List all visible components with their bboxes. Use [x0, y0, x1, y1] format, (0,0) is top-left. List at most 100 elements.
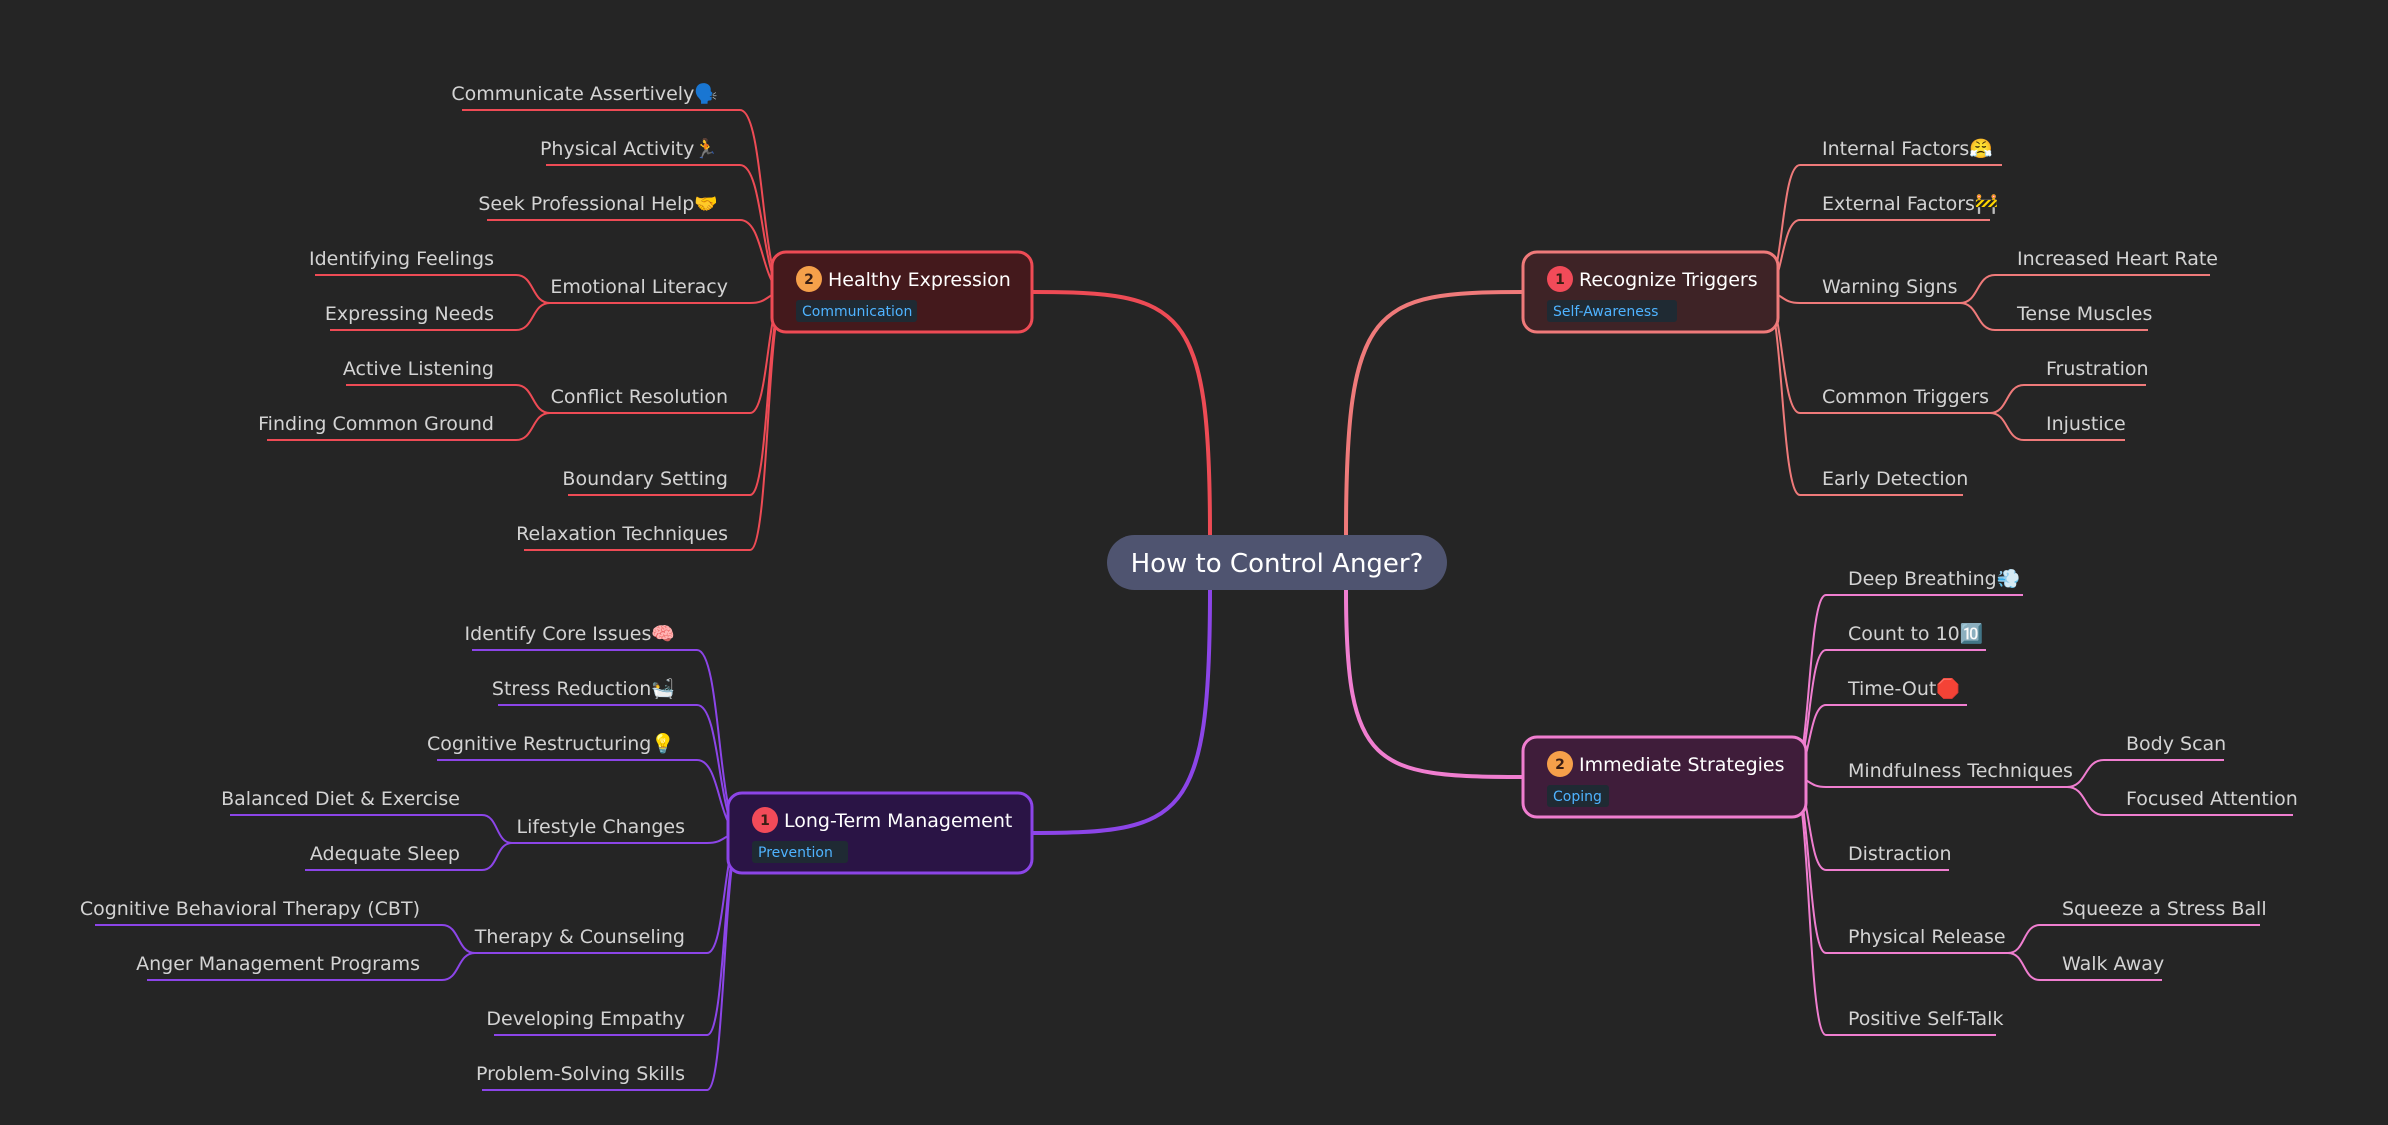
- node-label: Identifying Feelings: [309, 248, 494, 270]
- connector-lifestyle-changes-balanced-diet-exercise: [230, 814, 513, 844]
- node-adequate-sleep[interactable]: Adequate Sleep: [310, 843, 460, 865]
- branch-node-label: Immediate Strategies: [1579, 754, 1785, 776]
- node-increased-heart-rate[interactable]: Increased Heart Rate: [2017, 248, 2218, 270]
- root-node[interactable]: How to Control Anger?: [1107, 535, 1447, 590]
- connector-healthy-expression-relaxation-techniques: [524, 291, 787, 551]
- connector-root-long-term-management: [1031, 589, 1212, 835]
- node-expressing-needs[interactable]: Expressing Needs: [325, 303, 494, 325]
- node-relaxation-techniques[interactable]: Relaxation Techniques: [516, 523, 728, 545]
- priority-badge-number: 2: [1555, 757, 1565, 773]
- node-common-triggers[interactable]: Common Triggers: [1822, 386, 1989, 408]
- node-count-to-10[interactable]: Count to 10🔟: [1848, 622, 1983, 645]
- priority-badge-number: 1: [760, 813, 770, 829]
- node-label: Focused Attention: [2126, 788, 2298, 810]
- node-squeeze-a-stress-ball[interactable]: Squeeze a Stress Ball: [2062, 898, 2267, 920]
- node-label: Squeeze a Stress Ball: [2062, 898, 2267, 920]
- node-label: Problem-Solving Skills: [476, 1063, 685, 1085]
- branch-tag-bg: [1547, 300, 1677, 322]
- connector-lifestyle-changes-adequate-sleep: [305, 842, 513, 871]
- node-label: Adequate Sleep: [310, 843, 460, 865]
- branch-tag-bg: [796, 300, 917, 322]
- connector-root-immediate-strategies: [1344, 589, 1524, 779]
- node-walk-away[interactable]: Walk Away: [2062, 953, 2164, 975]
- connector-root-recognize-triggers: [1344, 290, 1524, 536]
- node-label: Injustice: [2046, 413, 2126, 435]
- node-injustice[interactable]: Injustice: [2046, 413, 2126, 435]
- node-identifying-feelings[interactable]: Identifying Feelings: [309, 248, 494, 270]
- connector-immediate-strategies-count-to-10: [1791, 649, 1986, 778]
- node-frustration[interactable]: Frustration: [2046, 358, 2149, 380]
- node-label: Identify Core Issues🧠: [465, 623, 675, 645]
- priority-badge: [752, 807, 778, 833]
- node-active-listening[interactable]: Active Listening: [343, 358, 494, 380]
- root-node-label: How to Control Anger?: [1131, 549, 1424, 579]
- node-body-scan[interactable]: Body Scan: [2126, 733, 2226, 755]
- node-label: Finding Common Ground: [258, 413, 494, 435]
- node-identify-core-issues[interactable]: Identify Core Issues🧠: [465, 623, 675, 645]
- node-internal-factors[interactable]: Internal Factors😤: [1822, 138, 1993, 160]
- node-focused-attention[interactable]: Focused Attention: [2126, 788, 2298, 810]
- node-deep-breathing[interactable]: Deep Breathing💨: [1848, 568, 2020, 590]
- node-communicate-assertively[interactable]: Communicate Assertively🗣️: [451, 82, 718, 105]
- node-label: Internal Factors😤: [1822, 138, 1993, 160]
- node-time-out[interactable]: Time-Out🛑: [1847, 677, 1960, 700]
- node-physical-release[interactable]: Physical Release: [1848, 926, 2006, 948]
- connector-long-term-management-problem-solving-skills: [482, 832, 743, 1091]
- connector-physical-release-walk-away: [2007, 952, 2162, 981]
- node-cognitive-behavioral-therapy-cbt[interactable]: Cognitive Behavioral Therapy (CBT): [80, 898, 420, 920]
- node-conflict-resolution[interactable]: Conflict Resolution: [551, 386, 728, 408]
- connector-mindfulness-techniques-body-scan: [2066, 759, 2224, 788]
- root-node-pill: [1107, 535, 1447, 590]
- branch-tag-bg: [752, 841, 848, 863]
- branch-tag: Coping: [1553, 789, 1602, 805]
- node-lifestyle-changes[interactable]: Lifestyle Changes: [517, 816, 686, 838]
- node-label: Time-Out🛑: [1847, 677, 1960, 700]
- node-mindfulness-techniques[interactable]: Mindfulness Techniques: [1848, 760, 2073, 782]
- node-finding-common-ground[interactable]: Finding Common Ground: [258, 413, 494, 435]
- node-label: Anger Management Programs: [136, 953, 420, 975]
- node-anger-management-programs[interactable]: Anger Management Programs: [136, 953, 420, 975]
- node-label: External Factors🚧: [1822, 193, 1999, 215]
- node-developing-empathy[interactable]: Developing Empathy: [486, 1008, 685, 1030]
- node-label: Active Listening: [343, 358, 494, 380]
- node-label: Body Scan: [2126, 733, 2226, 755]
- node-label: Cognitive Restructuring💡: [427, 732, 675, 755]
- node-stress-reduction[interactable]: Stress Reduction🛀: [492, 677, 675, 700]
- priority-badge-number: 2: [804, 272, 814, 288]
- node-problem-solving-skills[interactable]: Problem-Solving Skills: [476, 1063, 685, 1085]
- node-label: Deep Breathing💨: [1848, 568, 2020, 590]
- node-label: Walk Away: [2062, 953, 2164, 975]
- node-warning-signs[interactable]: Warning Signs: [1822, 276, 1958, 298]
- node-layer: Internal Factors😤 External Factors🚧 Warnin…: [80, 82, 2298, 1085]
- node-distraction[interactable]: Distraction: [1848, 843, 1952, 865]
- connector-therapy-counseling-anger-management-programs: [147, 952, 476, 981]
- node-physical-activity[interactable]: Physical Activity🏃: [540, 137, 718, 160]
- node-label: Balanced Diet & Exercise: [221, 788, 460, 810]
- node-label: Warning Signs: [1822, 276, 1958, 298]
- node-balanced-diet-exercise[interactable]: Balanced Diet & Exercise: [221, 788, 460, 810]
- node-label: Early Detection: [1822, 468, 1968, 490]
- connector-common-triggers-injustice: [1989, 412, 2125, 441]
- node-cognitive-restructuring[interactable]: Cognitive Restructuring💡: [427, 732, 675, 755]
- node-label: Therapy & Counseling: [474, 926, 685, 948]
- node-tense-muscles[interactable]: Tense Muscles: [2016, 303, 2152, 325]
- connector-warning-signs-increased-heart-rate: [1959, 274, 2210, 304]
- node-positive-self-talk[interactable]: Positive Self-Talk: [1848, 1008, 2003, 1030]
- connector-mindfulness-techniques-focused-attention: [2066, 786, 2293, 816]
- node-label: Relaxation Techniques: [516, 523, 728, 545]
- node-emotional-literacy[interactable]: Emotional Literacy: [550, 276, 728, 298]
- node-seek-professional-help[interactable]: Seek Professional Help🤝: [478, 193, 718, 215]
- connector-conflict-resolution-finding-common-ground: [267, 412, 551, 441]
- node-early-detection[interactable]: Early Detection: [1822, 468, 1968, 490]
- node-therapy-counseling[interactable]: Therapy & Counseling: [474, 926, 685, 948]
- node-boundary-setting[interactable]: Boundary Setting: [562, 468, 728, 490]
- node-label: Physical Activity🏃: [540, 137, 718, 160]
- node-external-factors[interactable]: External Factors🚧: [1822, 193, 1999, 215]
- connector-emotional-literacy-expressing-needs: [330, 302, 551, 331]
